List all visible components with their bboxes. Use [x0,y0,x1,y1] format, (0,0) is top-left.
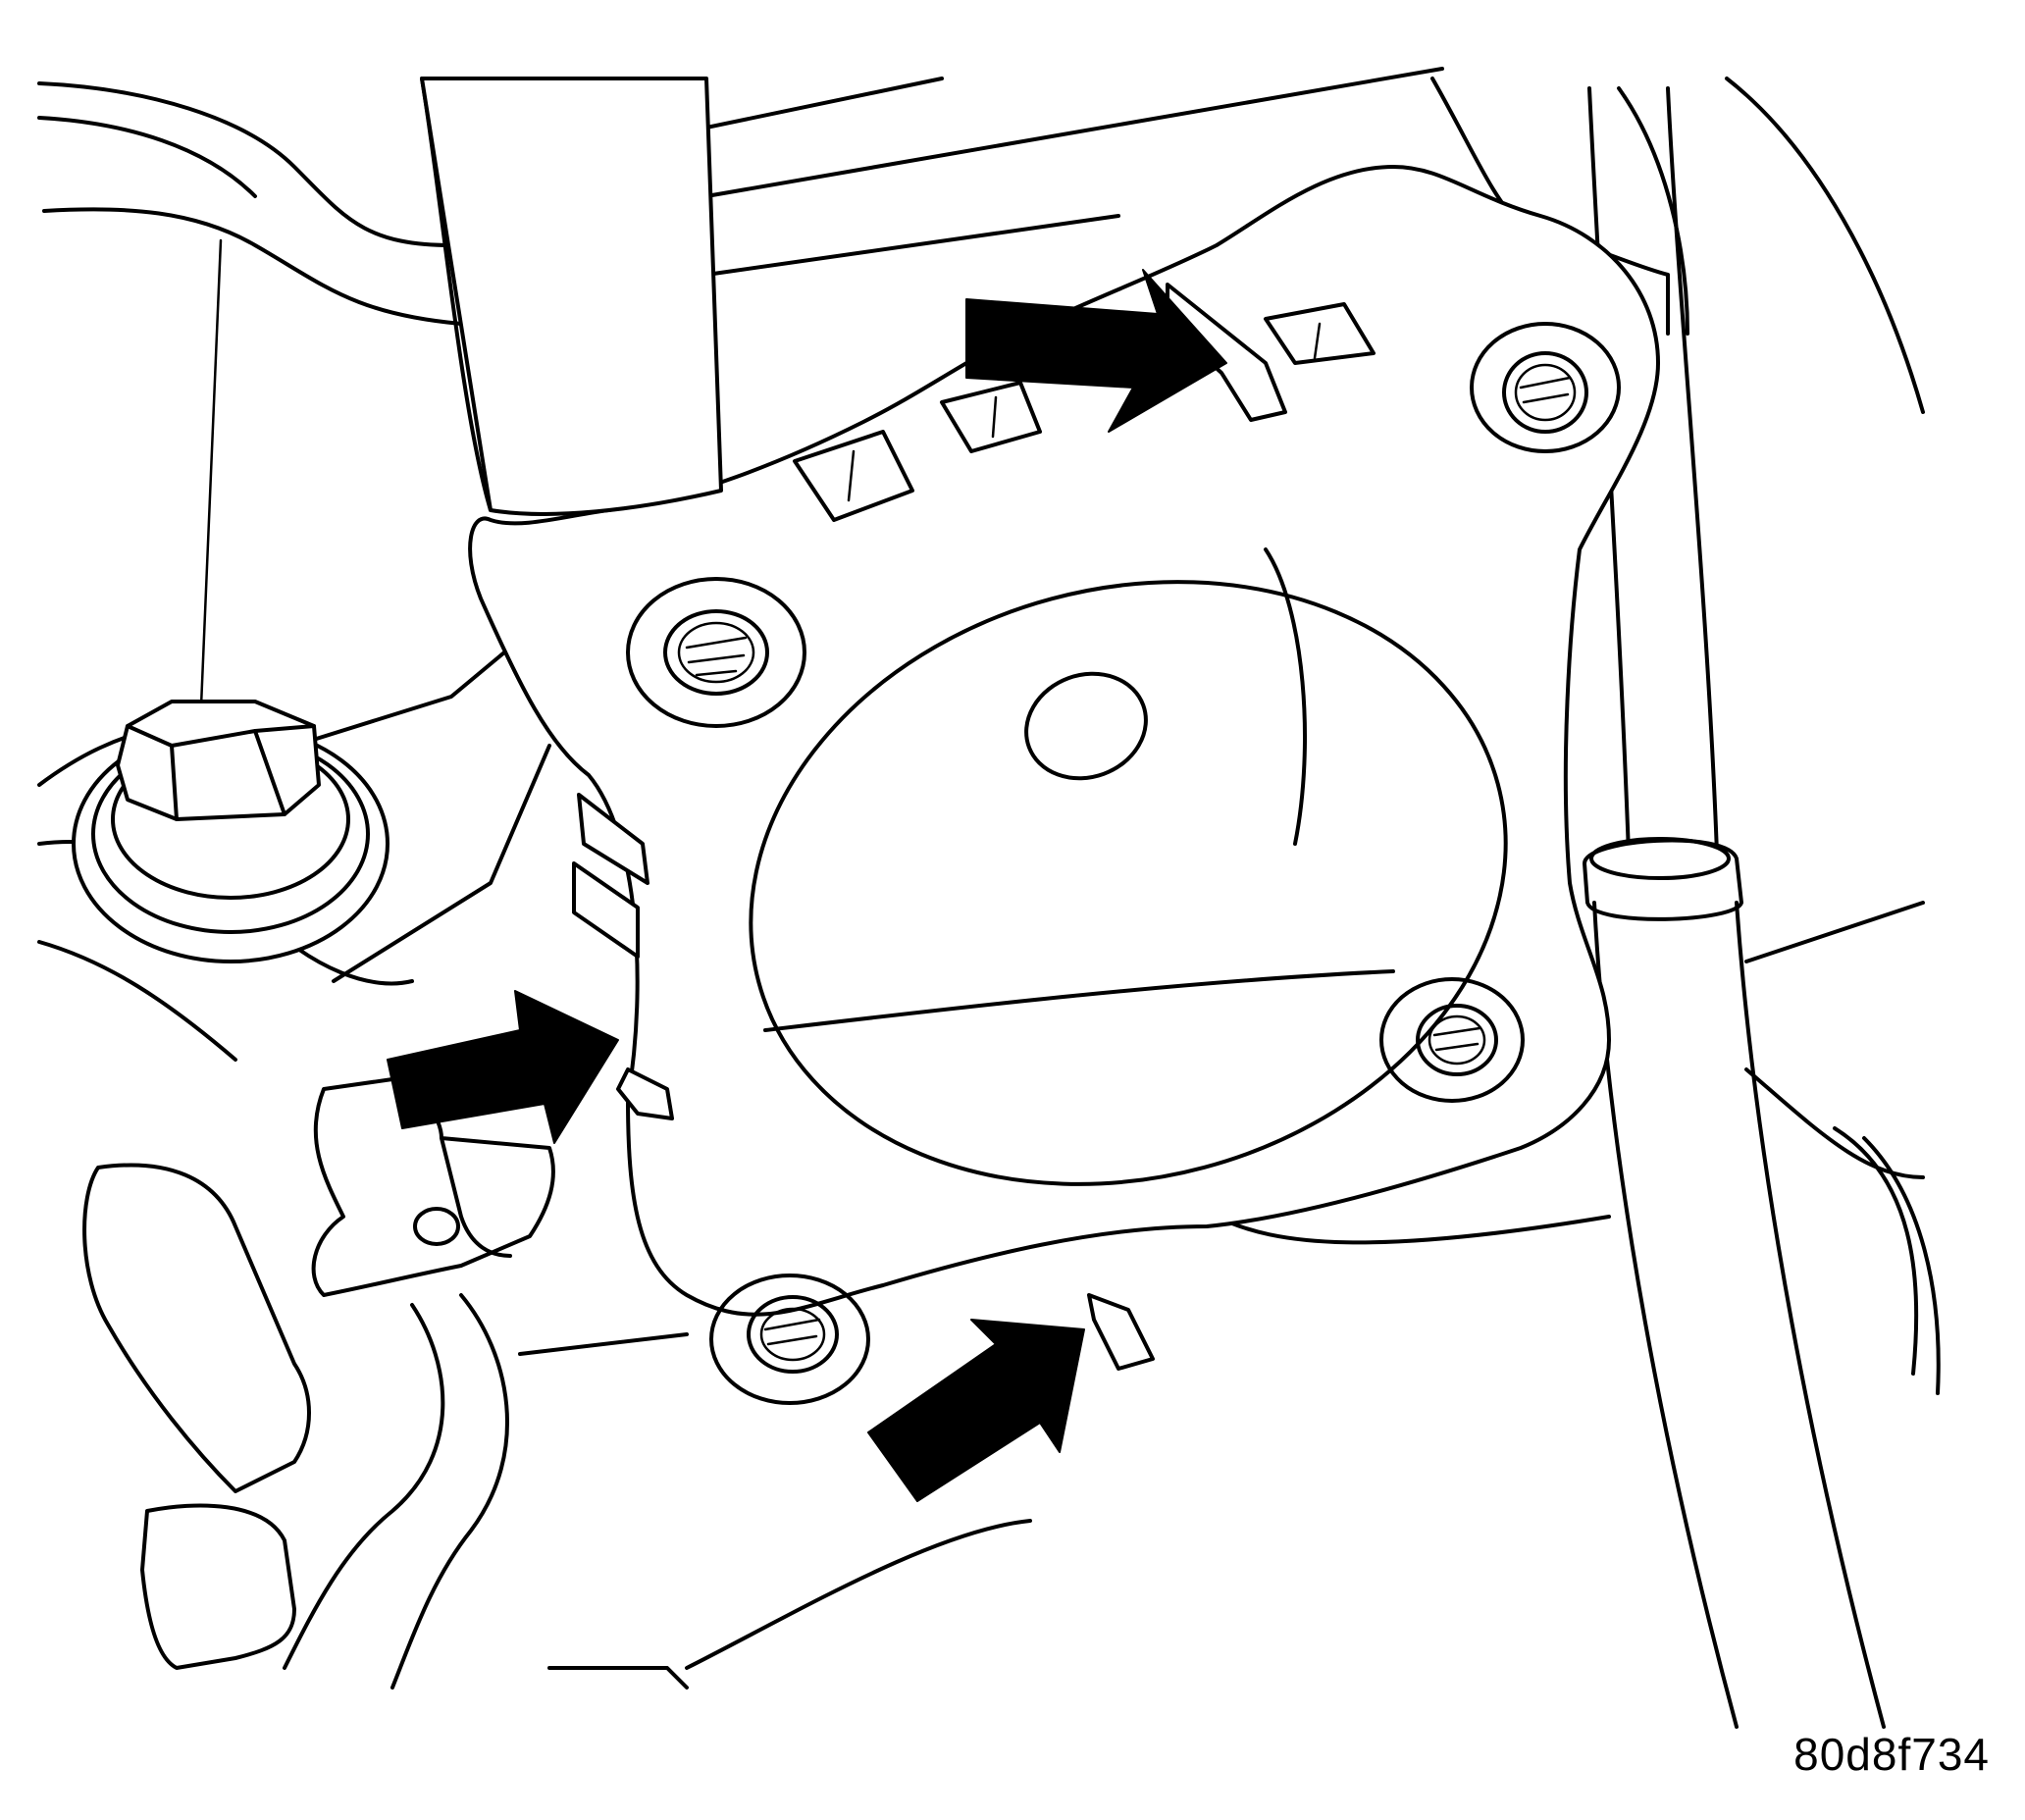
vertical-rod-left [199,238,223,708]
locating-tab-bottom [1087,1293,1155,1371]
callout-arrow-bottom [867,1319,1085,1502]
bolt-hole-top-left [626,577,806,728]
lower-housing-lines [685,901,1925,1670]
bolt-hole-top-right [1470,322,1621,453]
hex-bolt-head [116,700,321,821]
figure-id-label: 80d8f734 [1793,1729,1990,1780]
callout-arrow-left [387,990,619,1144]
throttle-bore [749,580,1508,1186]
sensor-connector [82,1077,689,1690]
upper-column [420,77,723,516]
bolt-hole-bottom-left [709,1274,870,1405]
throttle-shaft-hole [1024,671,1148,781]
bolt-hole-bottom-right [1379,977,1525,1103]
callout-arrow-top [965,269,1227,433]
left-mount [37,646,551,1062]
locating-tab-left [616,1067,674,1120]
